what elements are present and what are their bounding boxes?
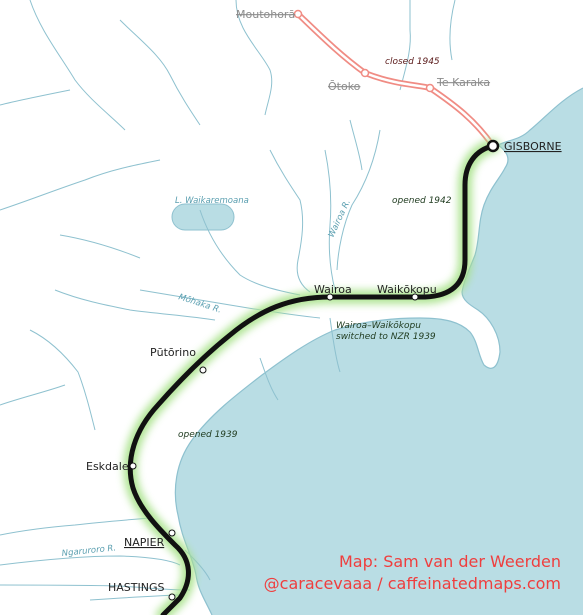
station-dot-napier bbox=[168, 529, 176, 537]
closed-line bbox=[295, 11, 496, 149]
sea bbox=[175, 0, 583, 615]
label-lake-waikaremoana: L. Waikaremoana bbox=[175, 196, 249, 206]
note-wairoa-switch-line2: switched to NZR 1939 bbox=[336, 332, 436, 342]
label-wairoa: Wairoa bbox=[314, 283, 352, 296]
station-dot-eskdale bbox=[129, 462, 137, 470]
label-putorino: Pūtōrino bbox=[150, 346, 196, 359]
active-line bbox=[127, 143, 496, 615]
station-dots bbox=[129, 9, 500, 601]
note-wairoa-switch-line1: Wairoa–Waikōkopu bbox=[336, 321, 421, 331]
station-dot-hastings bbox=[168, 593, 176, 601]
label-napier: NAPIER bbox=[124, 536, 165, 549]
station-dot-waikokopu bbox=[411, 293, 419, 301]
credit-line2: @caracevaaa / caffeinatedmaps.com bbox=[263, 574, 561, 593]
label-waikokopu: Waikōkopu bbox=[377, 283, 437, 296]
label-eskdale: Eskdale bbox=[86, 460, 129, 473]
note-opened-1942: opened 1942 bbox=[392, 196, 452, 206]
label-hastings: HASTINGS bbox=[108, 581, 164, 594]
station-dot-moutohora bbox=[293, 9, 303, 19]
coastline bbox=[174, 87, 583, 615]
label-gisborne: GISBORNE bbox=[504, 140, 562, 153]
note-opened-1939: opened 1939 bbox=[178, 430, 238, 440]
label-moutohora: Moutohorā bbox=[236, 8, 295, 21]
station-dot-otoko bbox=[360, 68, 370, 78]
label-otoko: Ōtoko bbox=[328, 80, 361, 93]
station-dot-gisborne bbox=[486, 139, 500, 153]
station-dot-te-karaka bbox=[425, 83, 435, 93]
label-te-karaka: Te Karaka bbox=[436, 76, 490, 89]
station-dot-wairoa bbox=[326, 293, 334, 301]
label-mohaka-river: Mōhaka R. bbox=[177, 292, 222, 315]
note-closed-1945: closed 1945 bbox=[385, 57, 440, 67]
station-dot-putorino bbox=[199, 366, 207, 374]
credit-line1: Map: Sam van der Weerden bbox=[338, 552, 561, 571]
